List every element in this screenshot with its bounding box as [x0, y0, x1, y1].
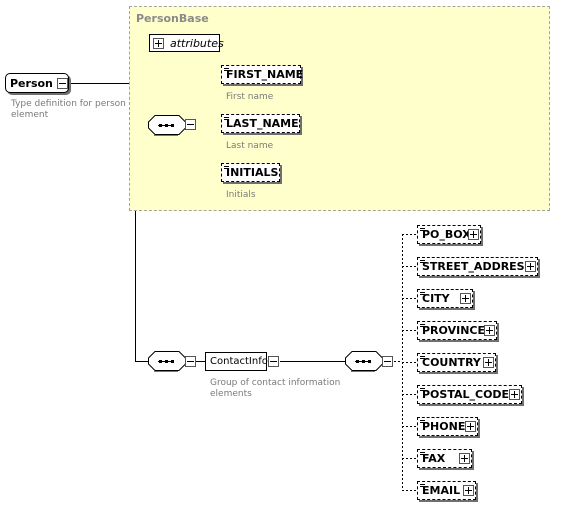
element-tag-icon [420, 356, 425, 359]
group-label: ContactInfo [210, 356, 268, 367]
expand-icon[interactable] [463, 485, 474, 496]
expand-icon[interactable] [509, 389, 520, 400]
sequence-compositor-icon[interactable] [148, 350, 186, 372]
complex-type-title: PersonBase [136, 12, 209, 25]
element-fax[interactable]: FAX [417, 449, 472, 468]
root-element-doc: Type definition for person element [11, 99, 126, 121]
element-doc: Initials [226, 190, 256, 200]
expand-icon[interactable] [525, 261, 536, 272]
element-tag-icon [420, 228, 425, 231]
element-tag-icon [420, 388, 425, 391]
element-email[interactable]: EMAIL [417, 481, 476, 500]
element-tag-icon [420, 324, 425, 327]
expand-icon[interactable] [153, 38, 164, 49]
element-label: PO_BOX [422, 228, 471, 241]
element-province[interactable]: PROVINCE [417, 321, 497, 340]
expand-icon[interactable] [468, 229, 479, 240]
element-postal-code[interactable]: POSTAL_CODE [417, 385, 522, 404]
collapse-icon[interactable] [185, 119, 196, 130]
element-tag-icon [420, 452, 425, 455]
element-label: INITIALS [226, 166, 279, 179]
group-contact-info[interactable]: ContactInfo [205, 352, 268, 371]
attributes-label: attributes [170, 36, 224, 50]
element-label: LAST_NAME [226, 117, 299, 130]
element-initials[interactable]: INITIALS [221, 163, 280, 182]
collapse-icon[interactable] [57, 78, 68, 89]
group-doc: Group of contact information elements [210, 378, 340, 400]
element-doc: First name [226, 92, 274, 102]
element-tag-icon [224, 68, 229, 71]
expand-icon[interactable] [484, 325, 495, 336]
element-street-address[interactable]: STREET_ADDRESS [417, 257, 538, 276]
element-label: FAX [422, 452, 446, 465]
root-doc-line-1: Type definition for person [11, 99, 126, 109]
element-last-name[interactable]: LAST_NAME [221, 114, 300, 133]
collapse-icon[interactable] [185, 356, 196, 367]
collapse-icon[interactable] [268, 356, 279, 367]
element-label: COUNTRY [422, 356, 481, 369]
element-tag-icon [224, 166, 229, 169]
root-element-person[interactable]: Person [5, 73, 69, 93]
element-tag-icon [420, 260, 425, 263]
element-doc: Last name [226, 141, 274, 151]
attributes-node[interactable]: attributes [149, 34, 224, 52]
expand-icon[interactable] [483, 357, 494, 368]
element-label: CITY [422, 292, 450, 305]
element-country[interactable]: COUNTRY [417, 353, 496, 372]
root-doc-line-2: element [11, 110, 49, 120]
element-label: STREET_ADDRESS [422, 260, 533, 273]
sequence-compositor-icon[interactable] [345, 350, 383, 372]
expand-icon[interactable] [459, 453, 470, 464]
element-tag-icon [420, 292, 425, 295]
element-label: PROVINCE [422, 324, 485, 337]
expand-icon[interactable] [465, 421, 476, 432]
collapse-icon[interactable] [382, 356, 393, 367]
element-tag-icon [420, 484, 425, 487]
root-element-label: Person [10, 76, 53, 90]
element-tag-icon [420, 420, 425, 423]
group-doc-line-1: Group of contact information [210, 378, 341, 388]
element-phone[interactable]: PHONE [417, 417, 478, 436]
expand-icon[interactable] [460, 293, 471, 304]
element-first-name[interactable]: FIRST_NAME [221, 65, 304, 84]
element-label: PHONE [422, 420, 466, 433]
element-po-box[interactable]: PO_BOX [417, 225, 481, 244]
element-city[interactable]: CITY [417, 289, 473, 308]
element-label: FIRST_NAME [226, 68, 304, 81]
sequence-compositor-icon[interactable] [148, 114, 186, 136]
element-label: POSTAL_CODE [422, 388, 510, 401]
group-doc-line-2: elements [210, 389, 252, 399]
element-tag-icon [224, 117, 229, 120]
element-label: EMAIL [422, 484, 461, 497]
